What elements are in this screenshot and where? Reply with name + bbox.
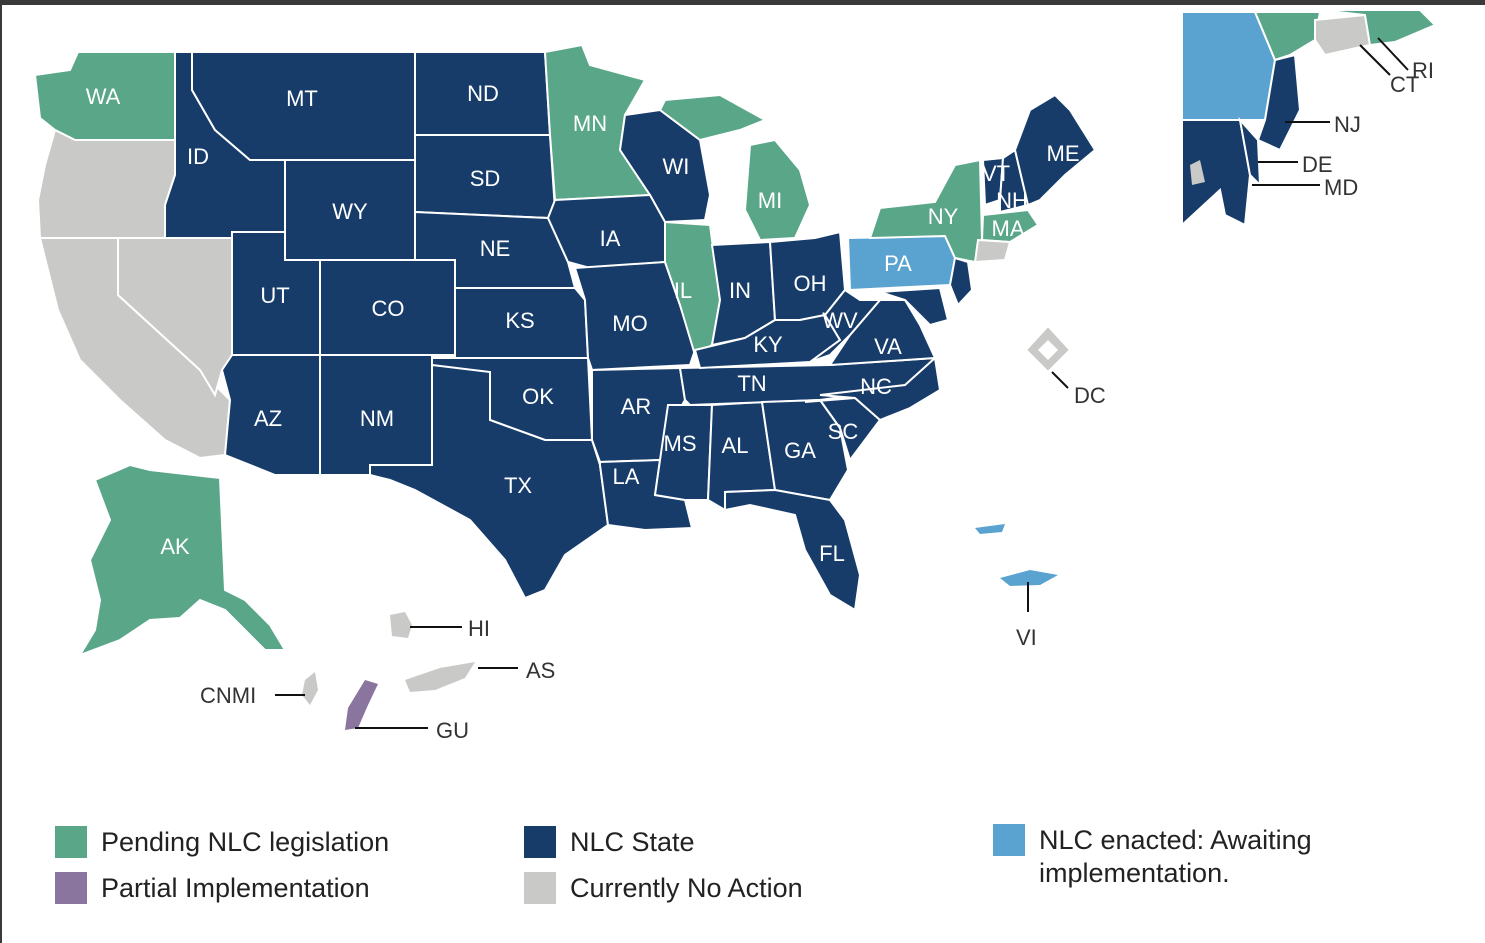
inset-va[interactable] <box>1190 160 1205 185</box>
vi-shape-1[interactable] <box>975 524 1005 534</box>
state-nj[interactable] <box>948 256 974 307</box>
label-cnmi: CNMI <box>200 683 256 708</box>
leader-dc <box>1051 371 1069 389</box>
label-ia: IA <box>600 226 621 251</box>
label-dc: DC <box>1074 383 1106 408</box>
inset-ny[interactable] <box>1253 11 1322 62</box>
state-ma[interactable] <box>980 208 1040 244</box>
label-il: IL <box>674 278 692 303</box>
label-sc: SC <box>828 419 859 444</box>
label-ks: KS <box>505 308 534 333</box>
label-tx: TX <box>504 473 532 498</box>
label-tn: TN <box>737 371 766 396</box>
leader-ct <box>1359 44 1391 76</box>
state-tx[interactable] <box>369 363 610 600</box>
label-ny: NY <box>928 204 959 229</box>
window-left-border <box>0 0 2 943</box>
state-md[interactable] <box>879 286 950 327</box>
hi-shape[interactable] <box>390 612 412 638</box>
cnmi-shape[interactable] <box>302 672 318 705</box>
state-labels: WA ID MT ND MN SD WY NE IA WI MI UT CO K… <box>86 81 1080 566</box>
label-me: ME <box>1047 141 1080 166</box>
label-ak: AK <box>160 534 190 559</box>
vi-shape-2[interactable] <box>1000 570 1058 586</box>
state-fl[interactable] <box>724 488 862 612</box>
label-ok: OK <box>522 384 554 409</box>
label-wa: WA <box>86 84 121 109</box>
label-ri: RI <box>1412 58 1434 83</box>
label-nd: ND <box>467 81 499 106</box>
label-ct: CT <box>1390 72 1419 97</box>
label-mn: MN <box>573 111 607 136</box>
label-la: LA <box>613 464 640 489</box>
label-nc: NC <box>860 374 892 399</box>
label-ar: AR <box>621 394 652 419</box>
label-gu: GU <box>436 718 469 743</box>
inset-ct[interactable] <box>1314 13 1372 57</box>
label-co: CO <box>372 296 405 321</box>
label-vi: VI <box>1016 625 1037 650</box>
state-wv[interactable] <box>809 288 883 363</box>
leader-ri <box>1377 37 1409 71</box>
label-ut: UT <box>260 283 289 308</box>
window-top-border <box>0 0 1485 5</box>
label-ne: NE <box>480 236 511 261</box>
dc-marker-inner <box>1038 340 1058 360</box>
label-nj: NJ <box>1334 112 1361 137</box>
label-md: MD <box>1324 175 1358 200</box>
callout-labels: HI AS CNMI GU VI DC NJ DE MD CT RI <box>200 58 1434 743</box>
label-ky: KY <box>753 332 783 357</box>
state-ct[interactable] <box>973 238 1012 264</box>
label-ga: GA <box>784 438 816 463</box>
as-shape[interactable] <box>405 662 475 692</box>
label-id: ID <box>187 144 209 169</box>
label-mt: MT <box>286 86 318 111</box>
label-fl: FL <box>819 541 845 566</box>
label-vt: VT <box>982 161 1010 186</box>
label-sd: SD <box>470 166 501 191</box>
state-nh[interactable] <box>999 148 1030 214</box>
label-hi: HI <box>468 616 490 641</box>
label-oh: OH <box>794 271 827 296</box>
label-ma: MA <box>992 216 1025 241</box>
label-as: AS <box>526 658 555 683</box>
state-or[interactable] <box>36 128 176 239</box>
label-wv: WV <box>822 308 858 333</box>
label-mo: MO <box>612 311 647 336</box>
label-va: VA <box>874 334 902 359</box>
state-ak[interactable] <box>77 463 287 657</box>
label-al: AL <box>722 433 749 458</box>
label-az: AZ <box>254 406 282 431</box>
label-nh: NH <box>996 188 1028 213</box>
label-in: IN <box>729 278 751 303</box>
state-me[interactable] <box>1013 93 1097 207</box>
label-wi: WI <box>663 154 690 179</box>
label-ms: MS <box>664 431 697 456</box>
inset-nj[interactable] <box>1256 53 1302 152</box>
label-de: DE <box>1302 152 1333 177</box>
gu-shape[interactable] <box>345 680 378 730</box>
label-pa: PA <box>884 251 912 276</box>
northeast-inset <box>1180 9 1460 228</box>
state-mi[interactable] <box>658 93 812 242</box>
label-nm: NM <box>360 406 394 431</box>
label-mi: MI <box>758 188 782 213</box>
label-wy: WY <box>332 199 368 224</box>
inset-ma[interactable] <box>1319 9 1437 47</box>
state-nc[interactable] <box>819 356 942 422</box>
